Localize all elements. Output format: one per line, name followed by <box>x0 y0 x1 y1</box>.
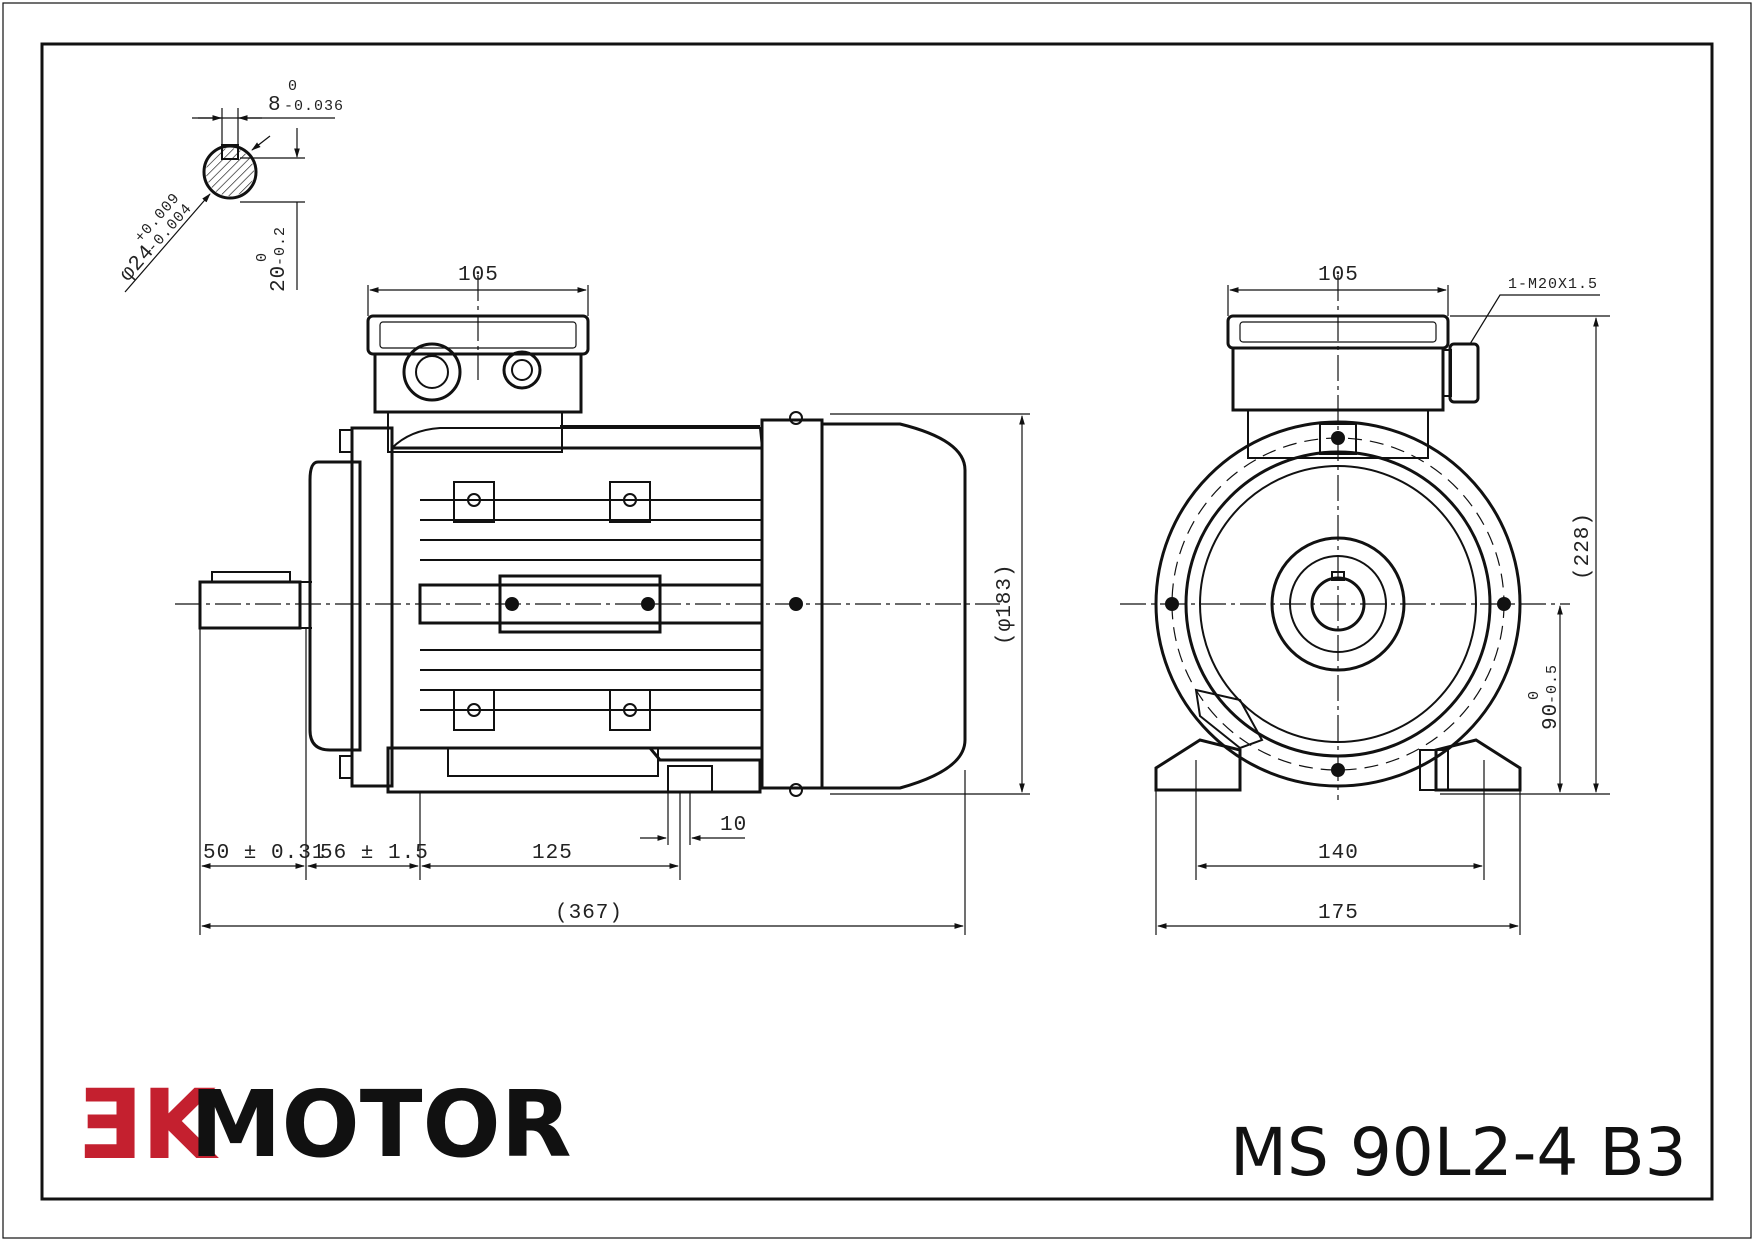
key-depth-label: 20 <box>268 265 291 292</box>
front-view: 105 1-M20X1.5 (228) 90 0 -0.5 140 175 <box>1120 264 1610 935</box>
front-terminal-box-width: 105 <box>1318 264 1359 287</box>
front-foot-width: 175 <box>1318 902 1359 925</box>
key-depth-tol-lower: -0.2 <box>272 226 289 266</box>
logo-mark: ƎK <box>76 1069 220 1181</box>
side-foot-hole: 10 <box>720 814 747 837</box>
key-depth-tol-upper: 0 <box>254 252 271 262</box>
key-width-tol-lower: -0.036 <box>284 98 344 115</box>
brand-name: MOTOR <box>190 1071 572 1178</box>
side-shaft-shoulder: 56 ± 1.5 <box>320 842 429 865</box>
front-foot-hole-spacing: 140 <box>1318 842 1359 865</box>
side-shaft-length: 50 ± 0.31 <box>203 842 325 865</box>
side-housing-dia: (φ183) <box>994 563 1017 645</box>
front-cable-gland: 1-M20X1.5 <box>1508 276 1598 293</box>
front-overall-height: (228) <box>1572 512 1595 580</box>
shaft-key-detail: 8 0 -0.036 20 0 -0.2 φ24 +0.009 -0.004 <box>116 78 344 293</box>
side-terminal-box-width: 105 <box>458 264 499 287</box>
side-overall-length: (367) <box>555 902 623 925</box>
front-centre-height-tol-lower: -0.5 <box>1544 664 1561 704</box>
side-foot-spacing: 125 <box>532 842 573 865</box>
side-view: 105 (φ183) 50 ± 0.31 56 ± 1.5 125 10 (36… <box>175 264 1030 935</box>
front-centre-height-tol-upper: 0 <box>1526 690 1543 700</box>
key-width-tol-upper: 0 <box>288 78 298 95</box>
front-centre-height: 90 <box>1540 703 1563 730</box>
drawing-frame <box>40 42 1714 1201</box>
key-width-label: 8 <box>268 94 282 117</box>
brand-logo: ƎK MOTOR <box>76 1069 572 1181</box>
model-number: MS 90L2-4 B3 <box>1230 1114 1687 1191</box>
